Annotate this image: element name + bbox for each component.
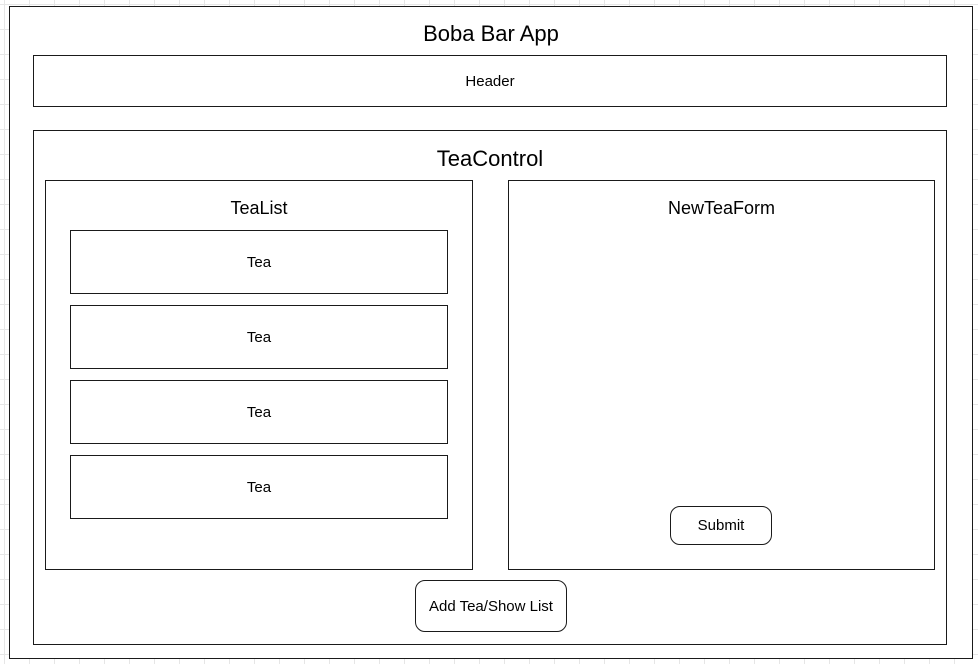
add-tea-show-list-label: Add Tea/Show List: [429, 597, 553, 615]
tea-control-title: TeaControl: [436, 146, 544, 171]
tea-item-label: Tea: [246, 253, 272, 271]
header-label: Header: [465, 72, 515, 90]
new-tea-form-component: NewTeaForm: [508, 180, 935, 570]
tea-item: Tea: [70, 380, 448, 444]
tea-list-title: TeaList: [230, 198, 288, 218]
submit-button-label: Submit: [697, 517, 745, 534]
new-tea-form-title: NewTeaForm: [667, 198, 776, 218]
tea-item-label: Tea: [246, 478, 272, 496]
header-component: Header: [33, 55, 947, 107]
tea-item-label: Tea: [246, 403, 272, 421]
tea-item-label: Tea: [246, 328, 272, 346]
tea-item: Tea: [70, 455, 448, 519]
app-title: Boba Bar App: [423, 21, 559, 46]
add-tea-show-list-button[interactable]: Add Tea/Show List: [415, 580, 567, 632]
tea-item: Tea: [70, 305, 448, 369]
tea-item: Tea: [70, 230, 448, 294]
submit-button[interactable]: Submit: [670, 506, 772, 545]
